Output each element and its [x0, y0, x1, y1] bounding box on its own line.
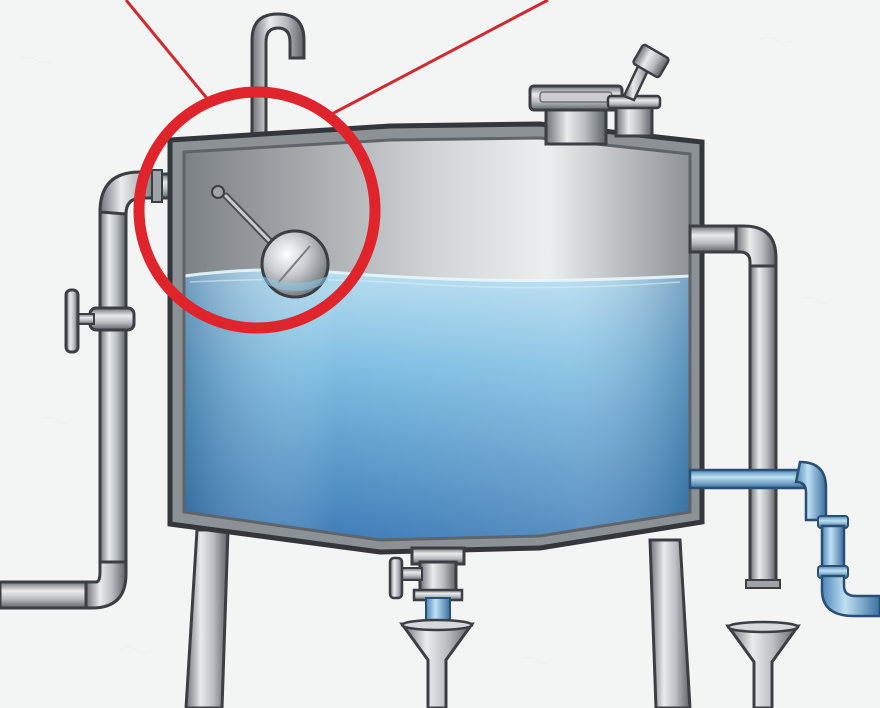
- funnel-icon: [402, 620, 472, 708]
- drain-pipe: [390, 548, 464, 628]
- tank-body: [170, 124, 702, 552]
- water-fill: [184, 270, 690, 540]
- outlet-pipe: [690, 462, 880, 616]
- vent-pipe-icon: [252, 14, 304, 140]
- funnel-right-icon: [728, 622, 798, 708]
